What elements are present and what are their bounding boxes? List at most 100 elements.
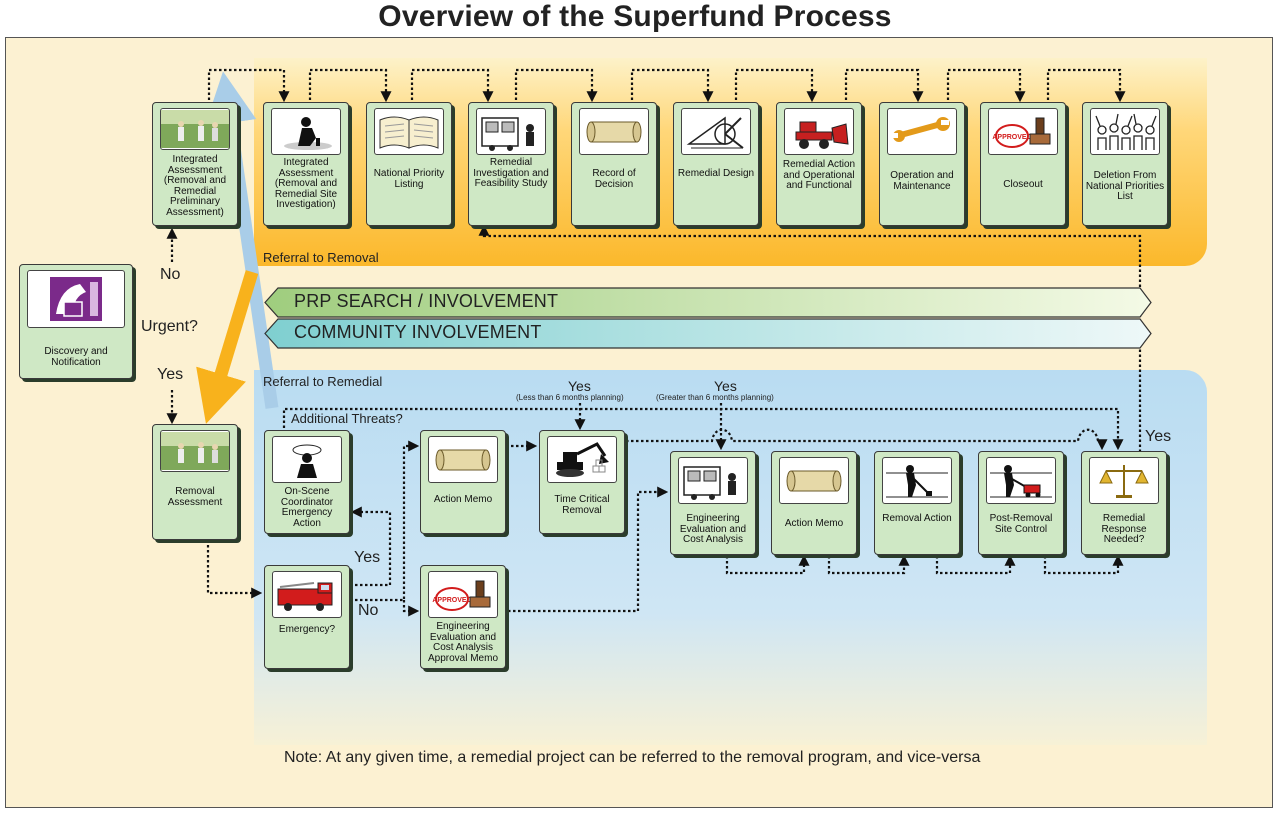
operation-maintenance-box[interactable]: Operation and Maintenance <box>879 102 965 226</box>
integrated-assessment-pa-box[interactable]: Integrated Assessment (Removal and Remed… <box>152 102 238 226</box>
lab-trailer-icon <box>481 116 534 151</box>
action-memo-picture-1 <box>428 436 498 483</box>
ra-picture <box>784 108 854 155</box>
scales-of-justice-icon <box>1099 464 1149 498</box>
sampling-worker-icon <box>284 116 332 150</box>
deletion-npl-box[interactable]: Deletion From National Priorities List <box>1082 102 1168 226</box>
time-critical-picture <box>547 436 617 483</box>
phone-notification-icon <box>50 277 102 321</box>
eeca-box[interactable]: Engineering Evaluation and Cost Analysis <box>670 451 756 555</box>
rifs-picture <box>476 108 546 155</box>
scroll-document-icon <box>786 470 842 491</box>
removal-track-band <box>254 370 1207 745</box>
yes-remedial-needed-label: Yes <box>1145 428 1172 445</box>
ra-label: Remedial Action and Operational and Func… <box>782 159 856 191</box>
scroll-document-icon <box>586 121 642 142</box>
eeca-approval-memo-box[interactable]: APPROVED Engineering Evaluation and Cost… <box>420 565 506 669</box>
svg-text:APPROVED: APPROVED <box>992 134 1031 141</box>
integrated-assessment-si-box[interactable]: Integrated Assessment (Removal and Remed… <box>263 102 349 226</box>
referral-to-removal-label: Referral to Removal <box>263 250 379 265</box>
field-team-icon <box>161 432 229 470</box>
discovery-label: Discovery and Notification <box>44 346 108 368</box>
removal-assessment-box[interactable]: Removal Assessment <box>152 424 238 540</box>
additional-threats-label: Additional Threats? <box>291 411 403 426</box>
remedial-response-needed-box[interactable]: Remedial Response Needed? <box>1081 451 1167 555</box>
field-team-icon <box>161 110 229 148</box>
remedial-needed-picture <box>1089 457 1159 504</box>
open-book-icon <box>379 116 439 149</box>
referral-to-remedial-label: Referral to Remedial <box>263 374 383 389</box>
action-memo-label-1: Action Memo <box>433 494 493 505</box>
time-critical-label: Time Critical Removal <box>554 494 610 516</box>
closeout-picture: APPROVED <box>988 108 1058 155</box>
rod-picture <box>579 108 649 155</box>
worker-shoveling-icon <box>886 464 948 497</box>
no-label-urgent: No <box>160 266 181 283</box>
yes-greater-label: Yes <box>714 378 737 394</box>
remedial-needed-label: Remedial Response Needed? <box>1101 513 1147 545</box>
wrench-icon <box>892 116 950 142</box>
om-label: Operation and Maintenance <box>890 170 954 192</box>
approved-stamp-icon: APPROVED <box>992 117 1051 148</box>
celebrating-crowd-icon <box>1095 113 1157 150</box>
deletion-picture <box>1090 108 1160 155</box>
community-involvement-band: COMMUNITY INVOLVEMENT <box>264 318 1152 349</box>
urgent-label: Urgent? <box>141 318 198 335</box>
closeout-box[interactable]: APPROVED Closeout <box>980 102 1066 226</box>
deletion-label: Deletion From National Priorities List <box>1085 170 1165 202</box>
action-memo-picture-2 <box>779 457 849 504</box>
npl-label: National Priority Listing <box>373 168 445 190</box>
svg-text:APPROVED: APPROVED <box>432 597 471 604</box>
less-than-6-months-note: (Less than 6 months planning) <box>516 393 624 402</box>
excavator-icon <box>556 441 609 477</box>
community-involvement-label: COMMUNITY INVOLVEMENT <box>294 322 542 342</box>
rifs-label: Remedial Investigation and Feasibility S… <box>473 157 549 189</box>
removal-assessment-picture <box>160 430 230 472</box>
removal-action-box[interactable]: Removal Action <box>874 451 960 555</box>
remedial-investigation-box[interactable]: Remedial Investigation and Feasibility S… <box>468 102 554 226</box>
om-picture <box>887 108 957 155</box>
greater-than-6-months-note: (Greater than 6 months planning) <box>656 393 774 402</box>
remedial-action-box[interactable]: Remedial Action and Operational and Func… <box>776 102 862 226</box>
emergency-decision-box[interactable]: Emergency? <box>264 565 350 669</box>
eeca-picture <box>678 457 748 504</box>
integrated-si-label: Integrated Assessment (Removal and Remed… <box>274 157 338 210</box>
osc-label: On-Scene Coordinator Emergency Action <box>280 486 334 529</box>
removal-action-label: Removal Action <box>882 513 952 524</box>
npl-picture <box>374 108 444 155</box>
page-title: Overview of the Superfund Process <box>378 0 892 33</box>
remedial-design-box[interactable]: Remedial Design <box>673 102 759 226</box>
emergency-label: Emergency? <box>278 624 336 635</box>
site-investigation-picture <box>271 108 341 155</box>
rod-label: Record of Decision <box>592 168 636 190</box>
lawn-mower-icon <box>990 464 1052 497</box>
action-memo-label-2: Action Memo <box>784 518 844 529</box>
action-memo-box-1[interactable]: Action Memo <box>420 430 506 534</box>
eeca-label: Engineering Evaluation and Cost Analysis <box>679 513 747 545</box>
scroll-document-icon <box>435 449 491 470</box>
bulldozer-icon <box>795 121 849 149</box>
time-critical-removal-box[interactable]: Time Critical Removal <box>539 430 625 534</box>
action-memo-box-2[interactable]: Action Memo <box>771 451 857 555</box>
fire-truck-icon <box>277 581 333 611</box>
national-priority-listing-box[interactable]: National Priority Listing <box>366 102 452 226</box>
removal-assessment-label: Removal Assessment <box>167 486 223 508</box>
eeca-memo-label: Engineering Evaluation and Cost Analysis… <box>427 621 499 664</box>
referral-to-removal-arrow <box>196 270 259 424</box>
approved-stamp-icon: APPROVED <box>432 580 491 611</box>
emergency-picture <box>272 571 342 618</box>
yes-label-urgent: Yes <box>157 366 184 383</box>
prp-search-band: PRP SEARCH / INVOLVEMENT <box>264 287 1152 318</box>
discovery-picture <box>27 270 125 328</box>
field-team-picture <box>160 108 230 150</box>
no-emergency-label: No <box>358 602 379 619</box>
removal-action-picture <box>882 457 952 504</box>
post-removal-site-control-box[interactable]: Post-Removal Site Control <box>978 451 1064 555</box>
record-of-decision-box[interactable]: Record of Decision <box>571 102 657 226</box>
post-removal-label: Post-Removal Site Control <box>989 513 1053 535</box>
osc-picture <box>272 436 342 483</box>
osc-emergency-action-box[interactable]: On-Scene Coordinator Emergency Action <box>264 430 350 534</box>
post-removal-picture <box>986 457 1056 504</box>
discovery-notification-box[interactable]: Discovery and Notification <box>19 264 133 379</box>
